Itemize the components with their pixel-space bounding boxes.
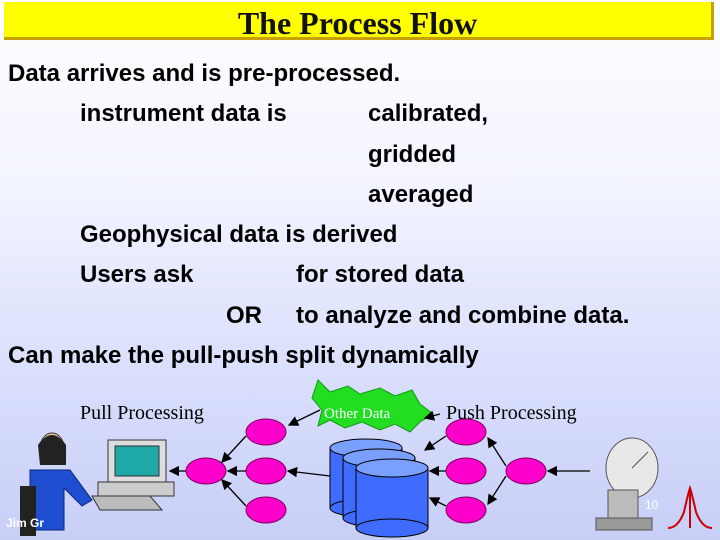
bullet-line-3: gridded (368, 141, 456, 168)
bullet-line-6b: for stored data (296, 261, 465, 288)
bullet-line-2a: instrument data is (80, 100, 287, 127)
bullet-line-4: averaged (368, 181, 474, 208)
push-processing-label: Push Processing (446, 402, 577, 424)
slide-title: The Process Flow (237, 5, 478, 41)
pull-node-3 (245, 457, 287, 485)
footer-author: Jim Gr (6, 516, 45, 530)
flow-arrows (168, 409, 590, 507)
bullet-line-6a: Users ask (80, 261, 194, 288)
push-node-2 (445, 457, 487, 485)
bullet-line-2b: calibrated, (368, 100, 489, 127)
bullet-line-5: Geophysical data is derived (80, 221, 398, 248)
pull-node-1 (245, 418, 287, 446)
other-data-burst (311, 379, 434, 433)
pull-node-2 (185, 457, 227, 485)
satellite-dish-icon (595, 437, 659, 531)
database-stack-icon (329, 438, 429, 538)
bullet-line-8: Can make the pull-push split dynamically (8, 342, 479, 369)
pull-node-4 (245, 496, 287, 524)
title-bar: The Process Flow (4, 2, 714, 41)
pull-processing-label: Pull Processing (80, 402, 204, 424)
bullet-line-1: Data arrives and is pre-processed. (8, 60, 401, 87)
bullet-line-7b: to analyze and combine data. (296, 302, 630, 329)
footer-logo-icon (667, 484, 713, 529)
push-node-4 (445, 496, 487, 524)
user-at-computer-icon (20, 432, 175, 536)
push-node-1 (445, 418, 487, 446)
other-data-label: Other Data (324, 406, 391, 422)
bullet-line-7a: OR (226, 302, 262, 329)
page-number: 10 (645, 498, 659, 512)
push-node-3 (505, 457, 547, 485)
